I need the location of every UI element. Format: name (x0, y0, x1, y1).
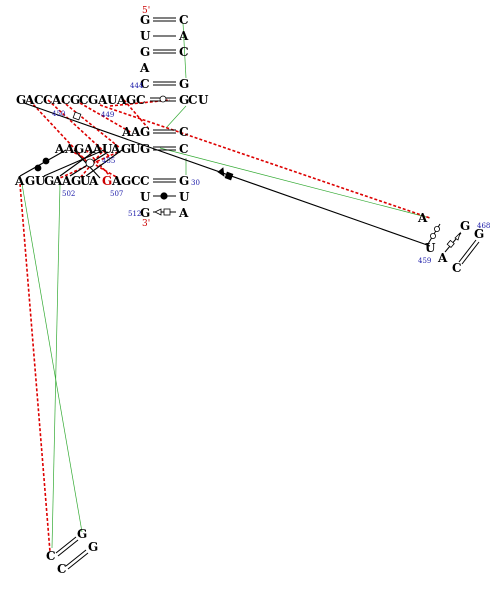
long-row-sequence: G A C C A C G C G A U A G C G C U (16, 93, 209, 107)
long-row-nt-10: A (97, 93, 108, 107)
bottom-stem-left-2: G (140, 206, 150, 220)
long-row-nt-5: A (51, 93, 62, 107)
residue-number-450: 450 (52, 110, 65, 118)
bottom-stem: U U G A (140, 190, 190, 220)
long-row-nt-17: U (198, 93, 209, 107)
long-row-nt-15: G (179, 93, 189, 107)
upper-row-nt-6: U (102, 142, 113, 156)
lower-row-nt-6: A (61, 174, 72, 188)
long-row-nt-2: A (24, 93, 35, 107)
top-stem: G C U A G C A C G (139, 13, 189, 91)
bottom-stem-right-1: U (179, 190, 190, 204)
lower-row-nt-9: A (88, 174, 99, 188)
lower-row-nt-14: C (140, 174, 150, 188)
upper-row-nt-2: A (64, 142, 75, 156)
residue-number-468: 468 (477, 222, 490, 230)
top-stem-right-3: C (179, 45, 189, 59)
upper-row-nt-4: A (83, 142, 94, 156)
top-stem-left-3: G (140, 45, 150, 59)
top-stem-right-1: C (179, 13, 189, 27)
mid-stem-left-a: A (121, 125, 132, 139)
bottom-loop-nt-1: G (77, 527, 87, 541)
residue-number-459: 459 (418, 257, 431, 265)
bottom-hairpin-loop: G G C C (46, 527, 98, 576)
top-stem-bulge: A (139, 61, 150, 75)
mid-stem-right-c: C (179, 125, 189, 139)
lower-row-nt-3: U (35, 174, 46, 188)
upper-row-nt-10: G (140, 142, 150, 156)
long-row-nt-16: C (188, 93, 198, 107)
long-row-nt-9: G (88, 93, 98, 107)
long-row-nt-6: C (61, 93, 71, 107)
lower-row-nt-7: G (71, 174, 81, 188)
upper-row-nt-3: G (74, 142, 84, 156)
top-stem-right-2: A (178, 29, 189, 43)
lower-row-nt-10: G (102, 174, 112, 188)
bottom-loop-nt-2: G (88, 540, 98, 554)
right-loop-nt-2: G (460, 219, 470, 233)
long-row-nt-13: G (126, 93, 136, 107)
top-stem-left-5: C (140, 77, 150, 91)
residue-number-455: 455 (102, 157, 115, 165)
long-row-nt-11: U (107, 93, 118, 107)
lower-row-nt-1: A (14, 174, 25, 188)
right-hairpin-loop: A G G C A U (417, 211, 484, 275)
long-row-nt-8: C (79, 93, 89, 107)
three-prime-label: 3' (142, 219, 150, 229)
residue-numbers: 444 449 450 455 502 507 512 30 459 468 (52, 82, 490, 265)
residue-number-444: 444 (130, 82, 144, 90)
residue-number-449: 449 (101, 111, 114, 119)
lower-row-nt-5: A (52, 174, 63, 188)
lower-row-nt-2: G (25, 174, 35, 188)
lower-row-nt-12: G (121, 174, 131, 188)
lower-internal-row: A G U G A A G U A G A G C C G (14, 174, 189, 188)
upper-row-nt-7: A (110, 142, 121, 156)
bottom-loop-nt-3: C (57, 562, 67, 576)
bottom-loop-nt-4: C (46, 549, 56, 563)
middle-stem: A A G C C (121, 125, 189, 156)
top-stem-right-5: G (179, 77, 189, 91)
mid-stem-left-b: A (130, 125, 141, 139)
bottom-stem-right-2: A (178, 206, 189, 220)
top-stem-left-1: G (140, 13, 150, 27)
right-loop-nt-6: U (425, 241, 436, 255)
residue-number-512: 512 (128, 210, 141, 218)
right-loop-nt-4: C (452, 261, 462, 275)
lower-row-nt-15: G (179, 174, 189, 188)
upper-row-nt-8: G (121, 142, 131, 156)
bottom-stem-left-1: U (140, 190, 151, 204)
mid-stem-right-c2: C (179, 142, 189, 156)
lower-row-nt-13: C (131, 174, 141, 188)
lower-row-nt-8: U (80, 174, 91, 188)
upper-row-nt-5: A (92, 142, 103, 156)
right-loop-nt-1: A (417, 211, 428, 225)
right-loop-nt-3: G (474, 227, 484, 241)
long-row-nt-14: C (136, 93, 146, 107)
long-row-nt-4: C (43, 93, 53, 107)
mid-stem-left-g: G (140, 125, 150, 139)
residue-number-502: 502 (62, 190, 75, 198)
right-loop-nt-5: A (437, 251, 448, 265)
top-stem-left-2: U (140, 29, 151, 43)
long-row-nt-7: G (70, 93, 80, 107)
lower-row-nt-11: A (111, 174, 122, 188)
long-row-nt-3: C (34, 93, 44, 107)
upper-row-nt-9: U (130, 142, 141, 156)
five-prime-label: 5' (142, 6, 150, 16)
residue-number-507: 507 (110, 190, 123, 198)
upper-internal-row: A A G A A U A G U G (54, 142, 150, 156)
residue-number-30: 30 (191, 179, 200, 187)
long-row-nt-1: G (16, 93, 26, 107)
long-row-nt-12: A (116, 93, 127, 107)
upper-row-nt-1: A (54, 142, 65, 156)
lower-row-nt-4: G (44, 174, 54, 188)
